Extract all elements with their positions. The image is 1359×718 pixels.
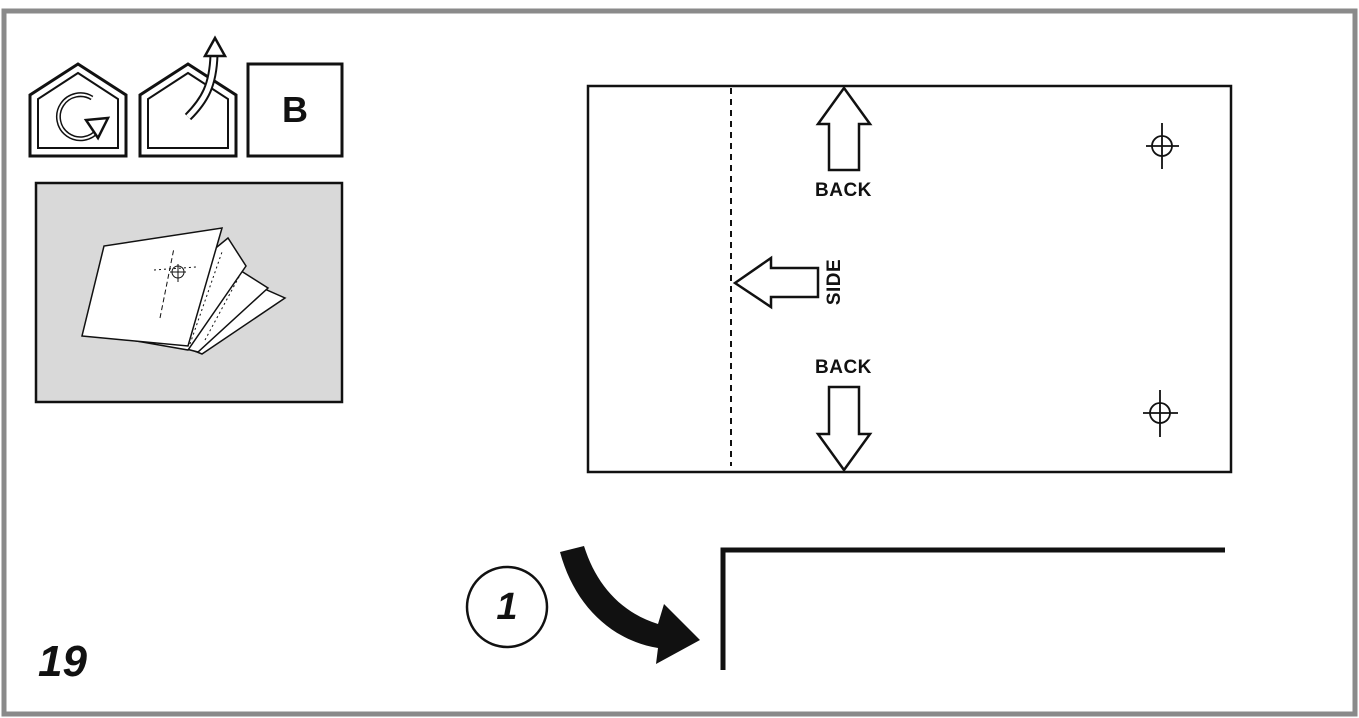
arrow-down-icon [815, 385, 873, 473]
folded-paper-thumbnail [34, 181, 344, 404]
label-back-top: BACK [815, 180, 872, 201]
step-circle [465, 565, 549, 649]
house-exit-arrow-icon [138, 35, 238, 158]
paper-sheet-diagram [586, 84, 1233, 474]
curved-arrow-icon [560, 546, 700, 664]
page-border [1, 8, 1358, 717]
label-side: SIDE [824, 258, 846, 306]
corner-bracket [720, 547, 1225, 670]
crosshair-icon [1146, 123, 1179, 169]
step-number: 1 [496, 585, 518, 628]
house-rotate-icon [28, 62, 128, 158]
page-number: 19 [38, 637, 87, 686]
arrow-left-icon [732, 255, 820, 310]
label-back-bottom: BACK [815, 357, 872, 378]
label-box [246, 62, 344, 158]
label-box-letter: B [282, 89, 308, 130]
crosshair-icon [1143, 390, 1178, 437]
arrow-up-icon [815, 85, 873, 172]
